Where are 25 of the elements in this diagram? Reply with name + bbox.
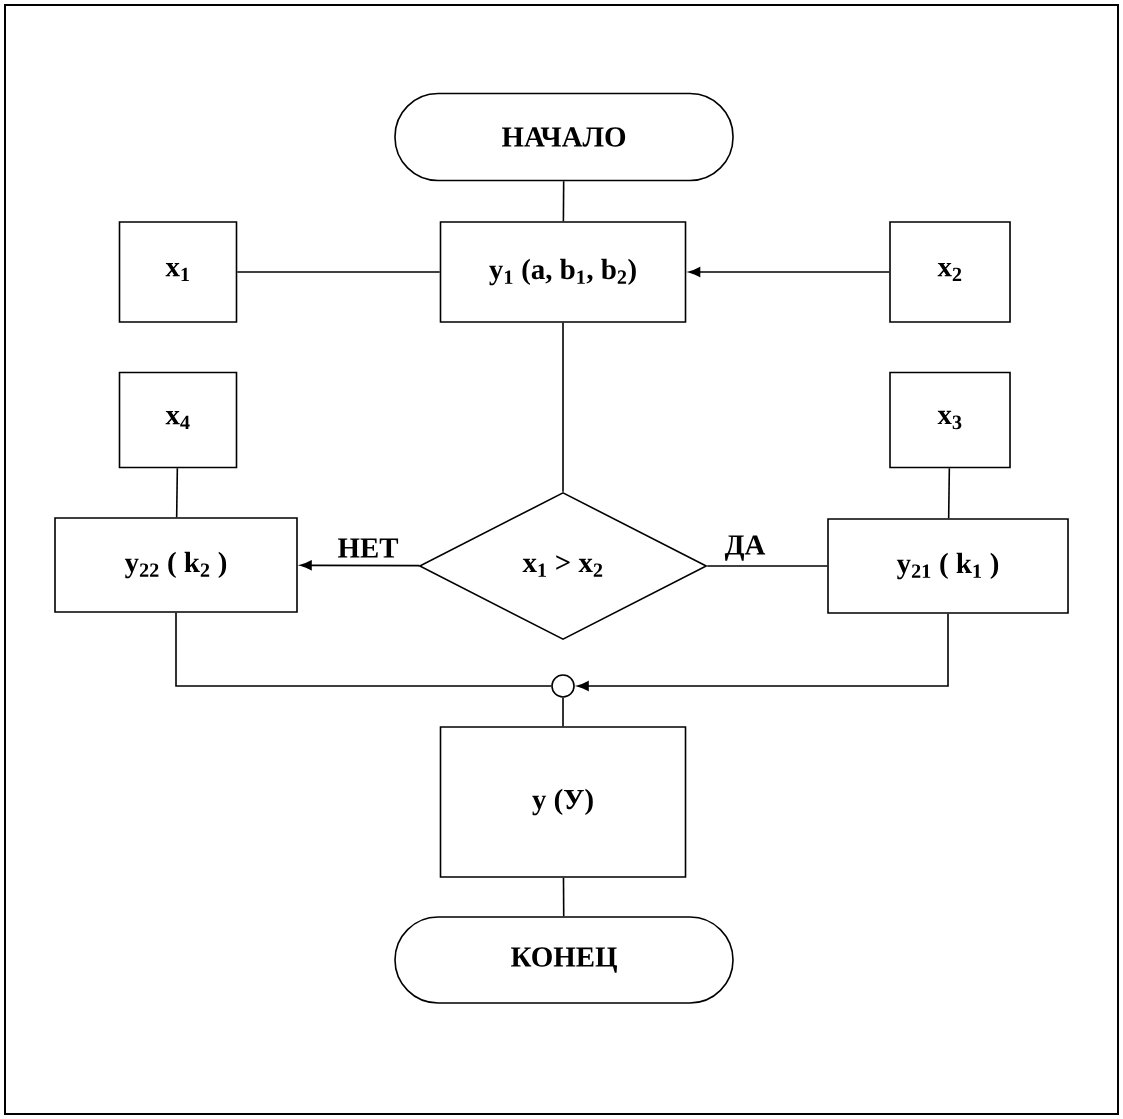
connector-line bbox=[236, 271, 441, 273]
process-box: y$_{21}$ ( k$_{1}$ ) bbox=[827, 518, 1069, 614]
connector-line bbox=[562, 180, 565, 222]
process-box: x$_{1}$ bbox=[118, 221, 238, 323]
edge-label: НЕТ bbox=[338, 538, 399, 558]
terminal-box: НАЧАЛО bbox=[394, 92, 734, 182]
connector-line bbox=[562, 877, 565, 917]
terminal-box: КОНЕЦ bbox=[394, 916, 734, 1004]
process-box: y$_{22}$ ( k$_{2}$ ) bbox=[54, 517, 298, 613]
process-box: x$_{2}$ bbox=[889, 221, 1011, 323]
connector-line bbox=[175, 612, 552, 687]
connector-line bbox=[175, 467, 179, 518]
connector-line bbox=[562, 697, 564, 727]
process-box: x$_{3}$ bbox=[889, 371, 1011, 469]
process-box: y (У) bbox=[439, 726, 687, 878]
process-box: x$_{4}$ bbox=[118, 371, 238, 469]
process-box: y$_{1}$ (a, b$_{1}$, b$_{2}$) bbox=[439, 221, 687, 323]
connector-line bbox=[562, 322, 564, 493]
connector-line bbox=[947, 467, 951, 519]
arrow bbox=[688, 267, 890, 277]
connector-line bbox=[706, 565, 828, 567]
edge-label: ДА bbox=[724, 535, 766, 561]
arrow bbox=[300, 560, 421, 571]
arrow bbox=[577, 613, 949, 691]
junction-circle bbox=[551, 674, 575, 698]
